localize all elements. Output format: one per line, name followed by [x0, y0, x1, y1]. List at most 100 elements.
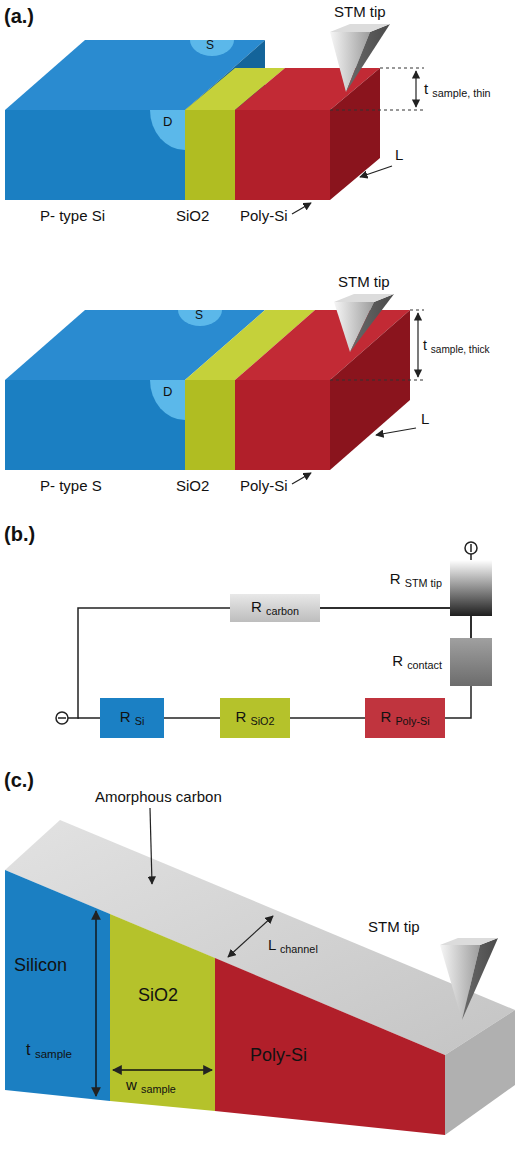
stm-tip-side — [346, 24, 390, 92]
dimension-arrow — [417, 313, 418, 377]
subscript-text: Si — [135, 715, 145, 727]
oxide-front — [185, 110, 235, 200]
source-region — [190, 40, 234, 56]
main-text: R — [390, 570, 405, 587]
resistor-label: R SiO2 — [235, 708, 274, 728]
region-label: S — [206, 39, 214, 52]
main-text: t — [423, 337, 431, 353]
dimension-arrow — [95, 911, 96, 1096]
material-label: P- type S — [40, 477, 102, 495]
sio2-resistor: R SiO2 — [220, 698, 290, 738]
dimension-label: L — [395, 146, 403, 164]
subscript-text: sample, thin — [432, 87, 490, 99]
resistor-label: R carbon — [251, 598, 299, 618]
dimension-label: t sample, thick — [423, 337, 490, 356]
dimension-label: L channel — [268, 936, 318, 956]
circuit-wire — [164, 717, 220, 719]
leader-arrow — [292, 473, 311, 484]
si-front — [5, 110, 185, 200]
leader-arrow — [150, 808, 152, 884]
circuit-wire — [445, 686, 471, 718]
drain-region — [150, 110, 185, 150]
stm-tip-top — [334, 294, 394, 302]
poly-si-resistor: R Poly-Si — [365, 698, 445, 738]
dimension-arrow — [228, 916, 273, 957]
drain-region — [150, 380, 185, 420]
terminal-plus — [465, 542, 477, 554]
lamella-block — [5, 808, 515, 1135]
dimension-label: t sample, thin — [424, 80, 491, 100]
circuit-wire — [320, 608, 471, 638]
dimension-line — [330, 110, 424, 111]
main-text: R — [251, 598, 266, 615]
stm-tip-top — [440, 938, 498, 945]
carbon-end — [445, 1010, 515, 1135]
main-text: R — [392, 652, 407, 669]
material-label: Silicon — [14, 955, 67, 977]
panel-label: (b.) — [4, 522, 35, 546]
resistor-label: R STM tip — [390, 570, 442, 590]
material-label: P- type Si — [40, 207, 105, 225]
poly-face — [215, 958, 445, 1135]
main-text: R — [120, 708, 135, 725]
dimension-arrow — [113, 1069, 212, 1070]
contact-resistor: R contact — [450, 638, 492, 686]
main-text: L — [268, 936, 280, 953]
terminals — [56, 542, 477, 724]
stm-tip-top — [330, 24, 390, 32]
si-front — [5, 380, 185, 470]
stm-tip-side — [350, 294, 394, 352]
leader-arrow — [360, 166, 392, 177]
part-label: STM tip — [368, 918, 420, 936]
leader-arrow — [376, 428, 416, 435]
circuit-wire — [290, 717, 365, 719]
si-resistor: R Si — [100, 698, 164, 738]
material-label: Poly-Si — [250, 1045, 307, 1067]
terminal-minus — [56, 712, 68, 724]
main-text: t — [26, 1041, 35, 1058]
material-label: Amorphous carbon — [95, 788, 222, 806]
dimension-arrow — [415, 71, 416, 107]
subscript-text: Poly-Si — [395, 715, 429, 727]
dimension-label: L — [421, 410, 429, 428]
subscript-text: SiO2 — [250, 715, 274, 727]
resistor-label: R contact — [392, 652, 442, 672]
material-label: SiO2 — [138, 985, 178, 1007]
source-region — [178, 310, 222, 326]
subscript-text: contact — [407, 659, 442, 671]
subscript-text: carbon — [266, 605, 299, 617]
poly-side — [330, 68, 380, 200]
material-label: SiO2 — [176, 207, 209, 225]
oxide-face — [110, 914, 215, 1111]
stm-tip-side — [462, 938, 498, 1020]
circuit-wire — [470, 616, 472, 638]
main-text: R — [380, 708, 395, 725]
circuit-wire — [320, 608, 471, 616]
subscript-text: sample — [141, 1083, 176, 1095]
resistor-label: R Poly-Si — [380, 708, 429, 728]
thin-sample-block — [5, 24, 424, 214]
region-label: S — [195, 309, 203, 322]
dimension-line — [330, 380, 424, 381]
carbon-resistor: R carbon — [230, 594, 320, 622]
material-label: SiO2 — [176, 477, 209, 495]
subscript-text: STM tip — [405, 577, 442, 589]
dimension-line — [410, 310, 424, 311]
dimension-line — [380, 68, 424, 69]
material-label: Poly-Si — [240, 477, 288, 495]
region-label: D — [163, 114, 172, 130]
terminal-mark — [58, 717, 66, 719]
material-label: Poly-Si — [240, 207, 288, 225]
main-text: R — [235, 708, 250, 725]
poly-side — [330, 310, 410, 470]
oxide-front — [185, 380, 235, 470]
main-text: w — [126, 1076, 141, 1093]
stm-tip-resistor: R STM tip — [450, 560, 492, 616]
thick-sample-block — [5, 294, 424, 484]
poly-front — [235, 380, 330, 470]
subscript-text: sample, thick — [431, 344, 490, 355]
